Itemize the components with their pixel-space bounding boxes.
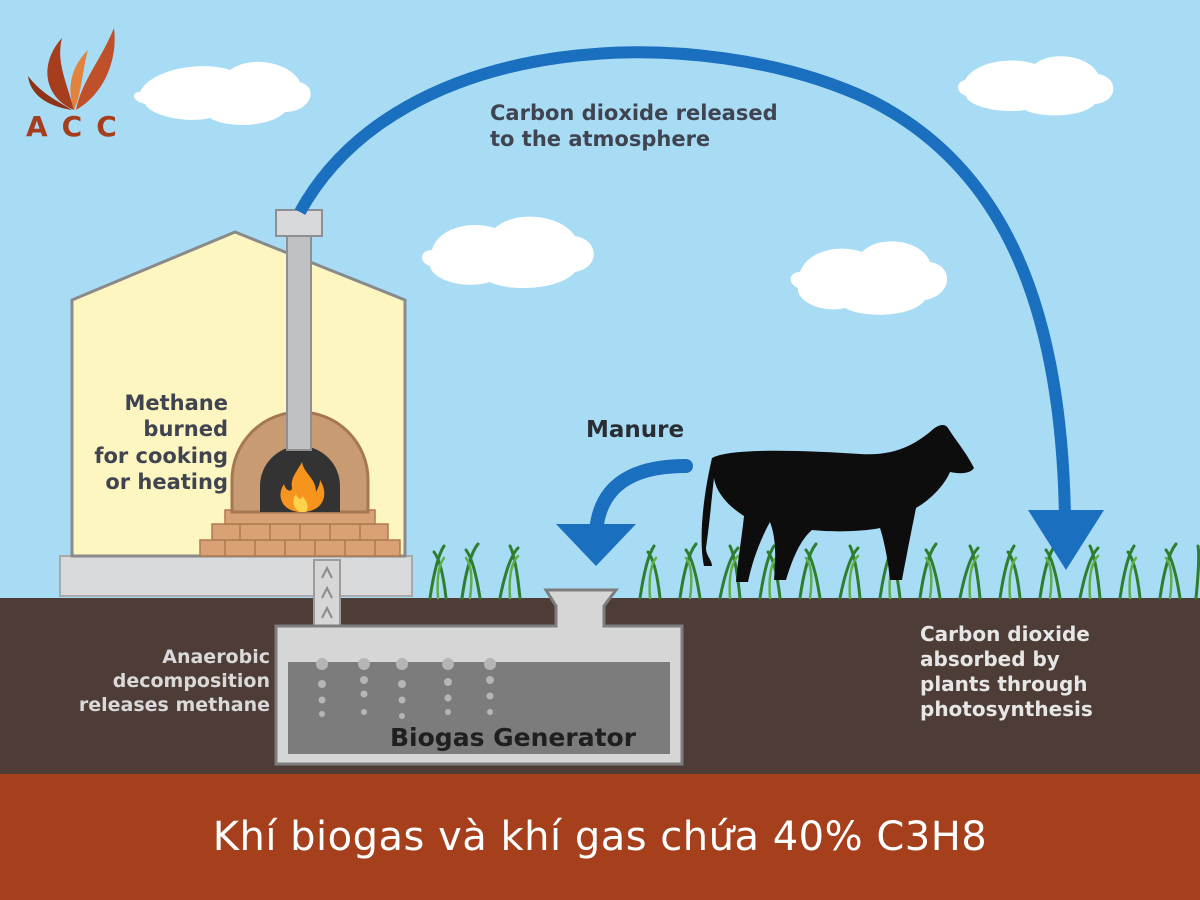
carbon-cycle-arrow xyxy=(294,46,1104,570)
arrow-head-down-icon xyxy=(1028,510,1104,570)
title-banner: Khí biogas và khí gas chứa 40% C3H8 xyxy=(0,774,1200,900)
co2-absorbed-label: Carbon dioxide absorbed by plants throug… xyxy=(920,622,1093,722)
manure-label: Manure xyxy=(586,417,685,443)
cow-icon xyxy=(701,425,974,582)
logo-text: ACC xyxy=(26,110,131,143)
biogas-generator xyxy=(274,588,684,766)
flame-icon xyxy=(280,462,325,512)
methane-burned-label: Methane burned for cooking or heating xyxy=(68,390,228,495)
acc-logo-icon xyxy=(28,28,115,110)
generator-liquid xyxy=(288,662,670,754)
co2-released-line-1: Carbon dioxide released xyxy=(490,101,778,125)
anaerobic-label: Anaerobic decomposition releases methane xyxy=(20,646,270,717)
methane-line-4: or heating xyxy=(105,469,228,494)
methane-line-3: for cooking xyxy=(94,443,228,468)
co2-absorbed-line-2: absorbed by xyxy=(920,647,1060,671)
cloud-right-small xyxy=(790,241,948,315)
cloud-right-top xyxy=(958,56,1114,116)
arrow-head-manure-icon xyxy=(556,524,636,566)
biogas-generator-label: Biogas Generator xyxy=(390,723,637,752)
co2-released-line-2: to the atmosphere xyxy=(490,127,711,152)
co2-absorbed-line-4: photosynthesis xyxy=(920,697,1093,721)
cloud-left xyxy=(133,61,311,125)
chimney xyxy=(275,209,323,451)
anaerobic-line-3: releases methane xyxy=(78,693,270,716)
brick-base xyxy=(199,509,401,557)
banner-title: Khí biogas và khí gas chứa 40% C3H8 xyxy=(212,814,988,860)
methane-line-1: Methane xyxy=(124,391,229,415)
house-foundation xyxy=(59,555,413,597)
anaerobic-line-1: Anaerobic xyxy=(162,646,270,668)
co2-absorbed-line-3: plants through xyxy=(920,672,1088,696)
co2-released-label: Carbon dioxide released to the atmospher… xyxy=(490,100,778,153)
co2-absorbed-line-1: Carbon dioxide xyxy=(920,622,1090,646)
anaerobic-line-2: decomposition xyxy=(112,669,270,692)
methane-line-2: burned xyxy=(143,417,228,442)
oven xyxy=(230,410,370,514)
cloud-center xyxy=(421,216,594,288)
manure-arrow xyxy=(556,459,693,566)
methane-bubbles xyxy=(316,658,496,719)
clouds xyxy=(133,56,1114,315)
